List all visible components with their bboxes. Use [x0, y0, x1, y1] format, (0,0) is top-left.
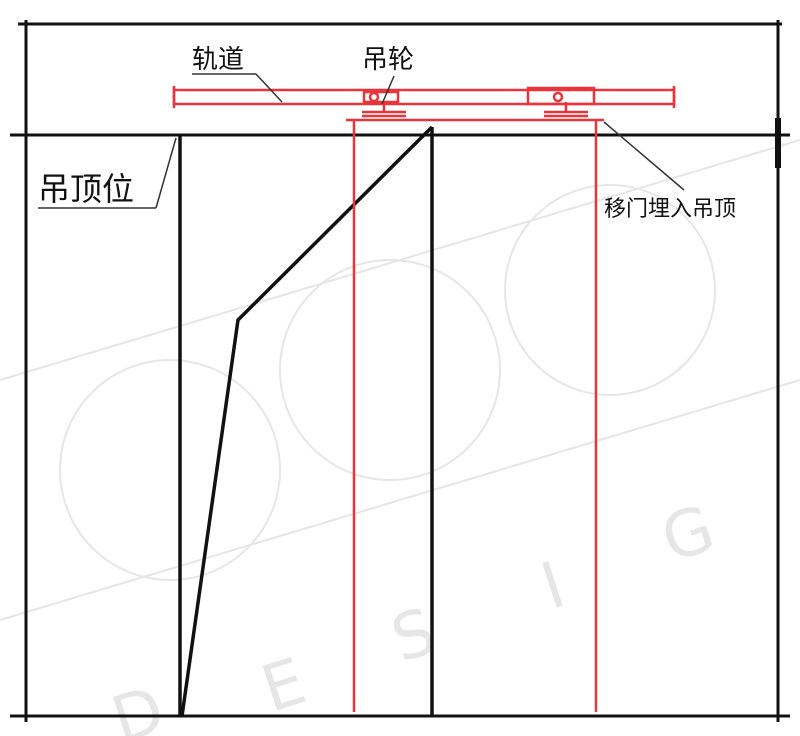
track-rail [172, 88, 676, 106]
wheel-1-roller [368, 91, 380, 103]
door-leaf [178, 125, 434, 717]
ceiling-level-label: 吊顶位 [38, 170, 134, 208]
watermark-letter-s: S [383, 595, 445, 678]
watermark-ring-1 [59, 359, 281, 581]
embed-leader [603, 121, 685, 191]
track-leader [255, 73, 283, 103]
annotations [38, 73, 685, 209]
hanging-wheel-label: 吊轮 [362, 45, 414, 75]
door-embedded-label: 移门埋入吊顶 [604, 197, 736, 222]
wheel-1-plate [362, 90, 400, 104]
wheel-leader [381, 75, 395, 105]
hanging-wheel-2 [526, 86, 596, 118]
watermark-band-top [0, 139, 800, 381]
watermark-band-bottom [0, 379, 800, 621]
ceiling-leader [155, 137, 177, 209]
track-assembly [172, 86, 676, 712]
watermark-ring-2 [279, 259, 501, 481]
door-swing-line [180, 125, 434, 717]
hanging-wheel-1 [362, 90, 406, 118]
watermark-letter-i: I [533, 548, 574, 624]
watermark-letter-g: G [653, 492, 723, 578]
wheel-2-roller [552, 91, 564, 103]
watermark [0, 139, 800, 621]
track-label: 轨道 [192, 45, 244, 75]
watermark-letter-d: D [103, 673, 173, 736]
wheel-2-plate [526, 86, 596, 106]
watermark-ring-3 [504, 184, 716, 396]
